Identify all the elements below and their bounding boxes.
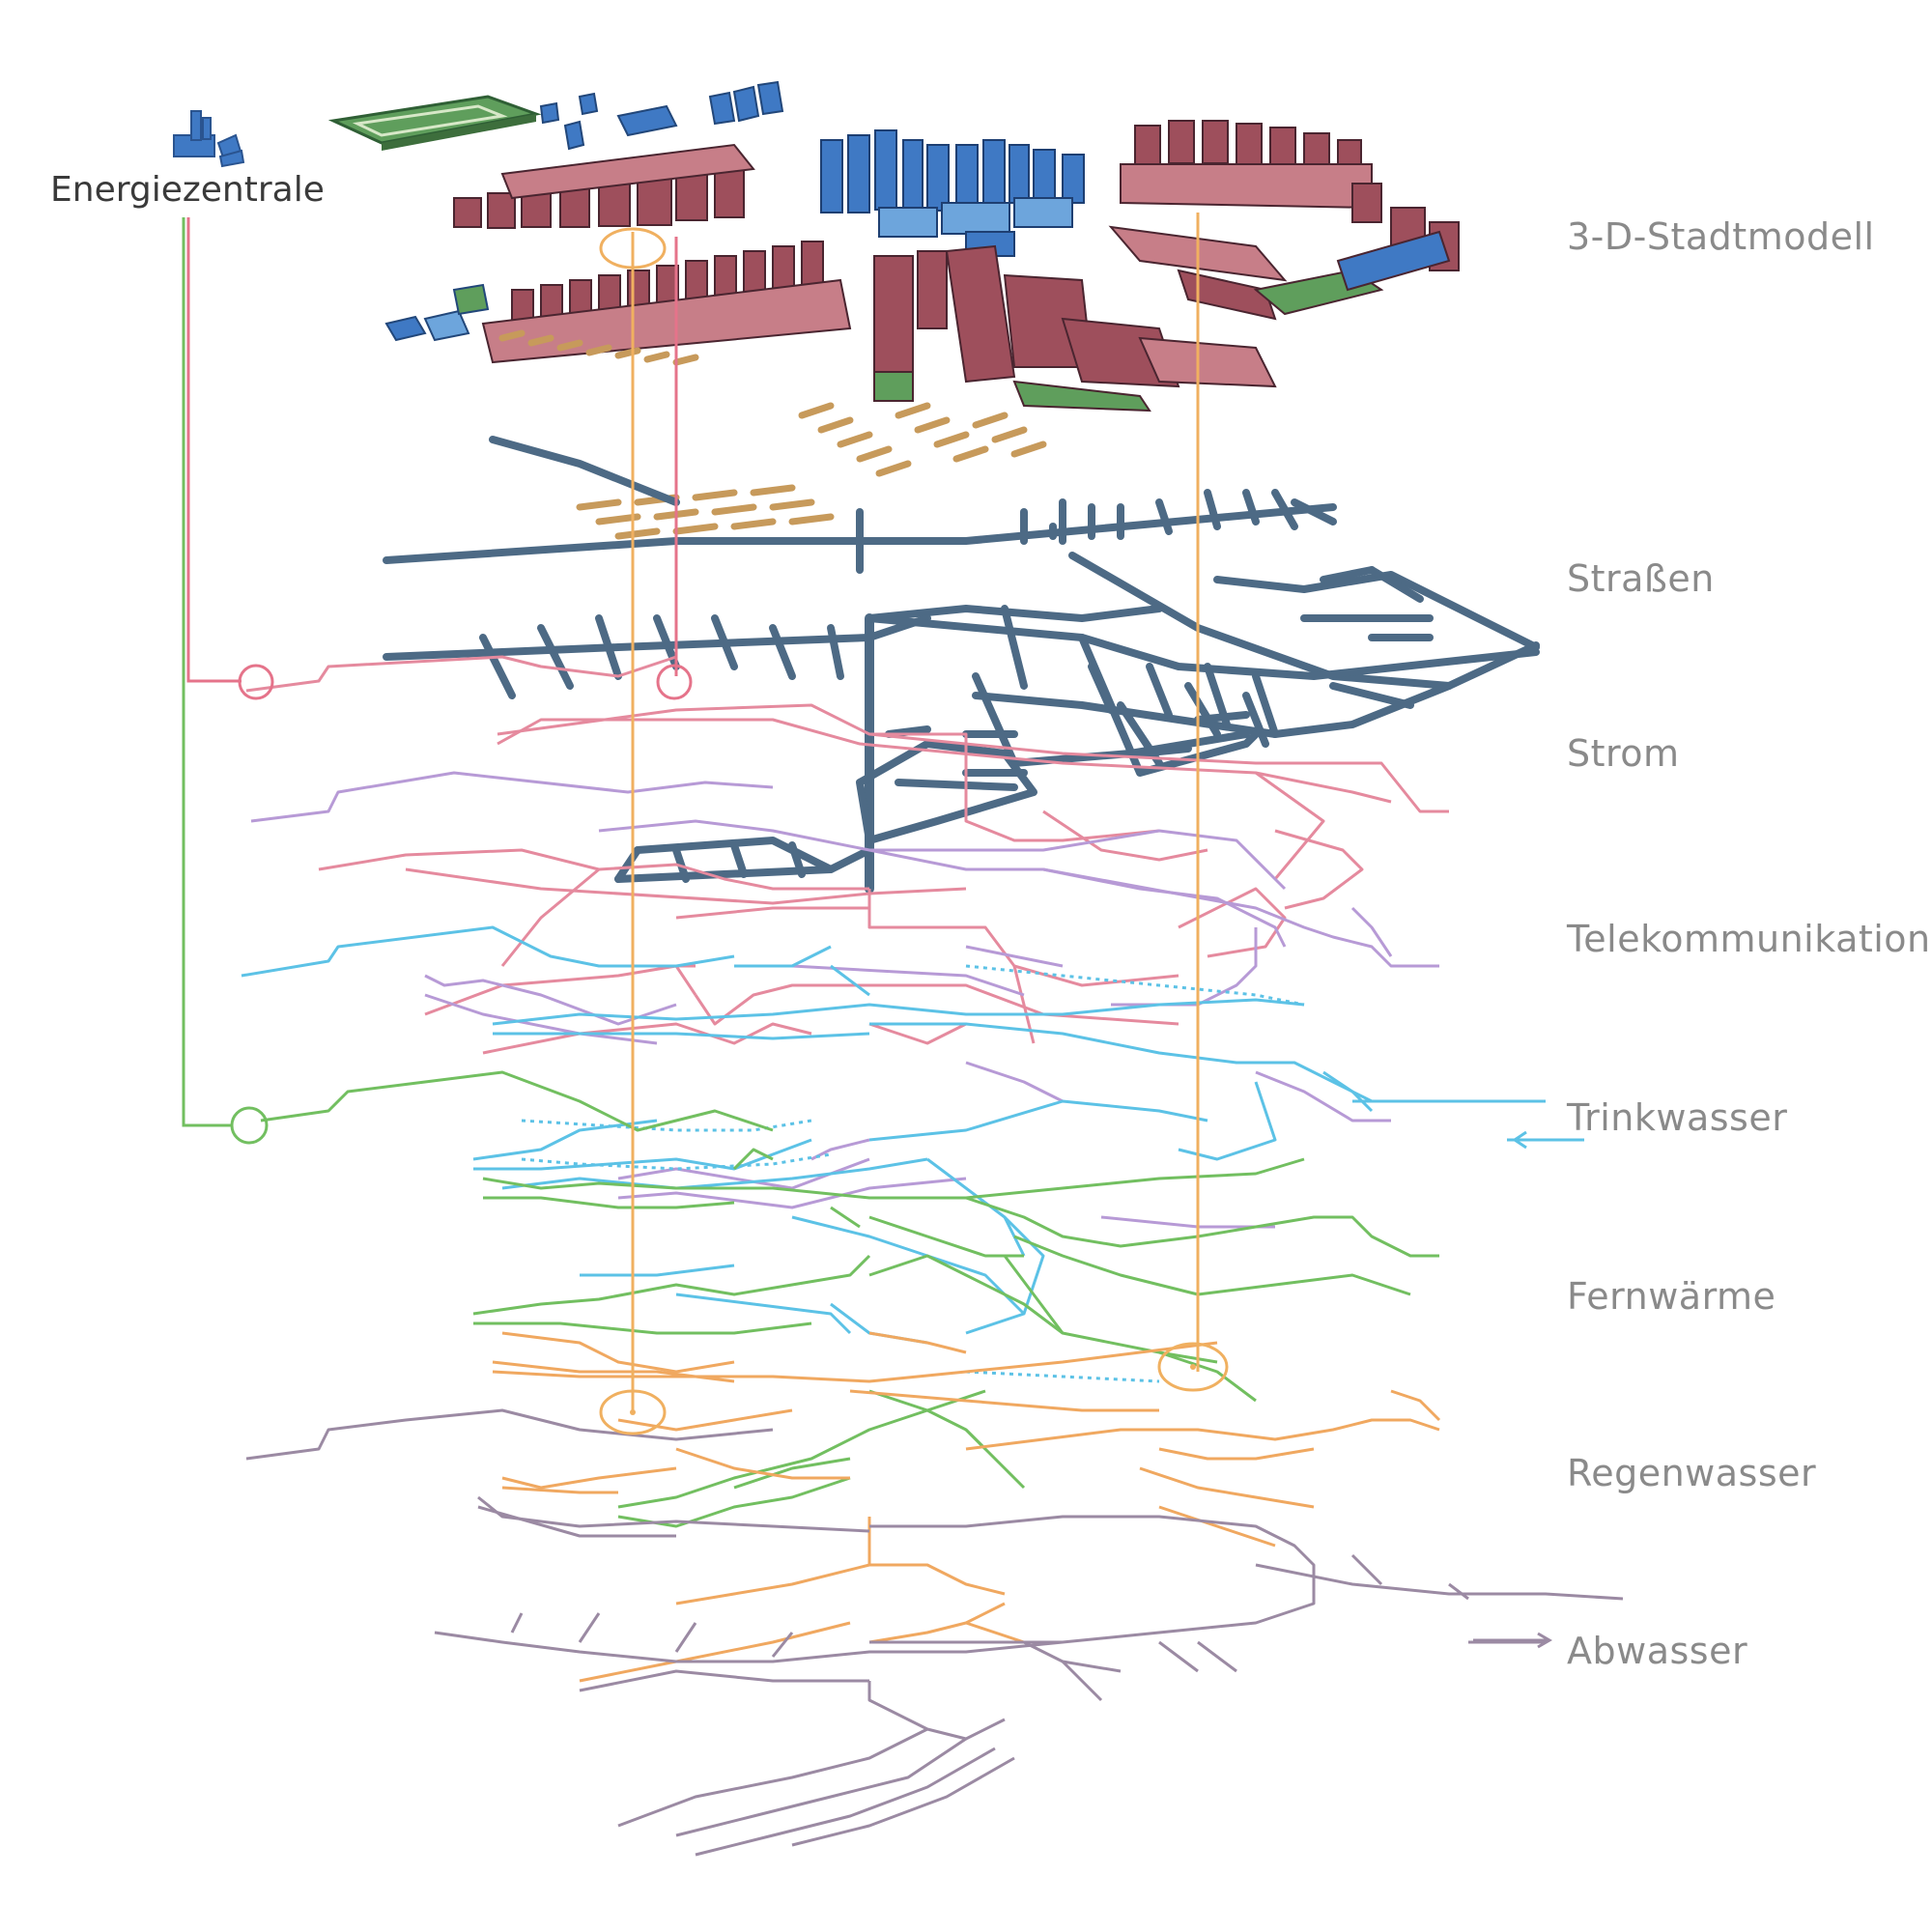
- layer-label-sewage: Abwasser: [1567, 1630, 1747, 1672]
- building-row-north: [453, 143, 755, 229]
- connector-lines: [182, 213, 1200, 1410]
- connector-circles: [230, 227, 1229, 1435]
- district-heating-layer: [260, 1070, 1439, 1528]
- rainwater-layer: [492, 1331, 1441, 1683]
- heating-node-icon: [230, 1106, 269, 1145]
- sewage-layer: [245, 1408, 1624, 1857]
- building-cluster-northeast: [1120, 120, 1382, 223]
- building-cluster-east: [1108, 207, 1460, 321]
- tan-parcels: [498, 329, 1047, 540]
- drinking-water-dotted: [521, 964, 1305, 1383]
- abwasser-arrow-icon: [1473, 1632, 1552, 1649]
- building-cluster-blue: [820, 129, 1085, 257]
- trinkwasser-arrow-icon: [1512, 1130, 1584, 1150]
- city-model-layer: Energiezentrale: [50, 80, 1460, 540]
- layer-label-rainwater: Regenwasser: [1567, 1452, 1816, 1494]
- west-fragments: [384, 283, 490, 342]
- blue-small-blocks: [539, 80, 784, 151]
- energy-central-label: Energiezentrale: [50, 170, 325, 210]
- drinking-water-layer: [241, 925, 1575, 1345]
- telecom-layer: [250, 771, 1439, 1229]
- layer-label-streets: Straßen: [1567, 557, 1715, 600]
- layer-label-city-model: 3-D-Stadtmodell: [1567, 215, 1875, 258]
- rain-node-icon: [1157, 1342, 1229, 1392]
- layer-labels: 3-D-Stadtmodell Straßen Strom Telekommun…: [1566, 215, 1931, 1672]
- power-node-icon: [656, 664, 693, 700]
- factory-icon: [173, 110, 245, 168]
- power-node-icon: [238, 664, 274, 700]
- layer-label-power: Strom: [1567, 732, 1680, 775]
- building-column-central: [873, 250, 948, 402]
- layer-label-drinking-water: Trinkwasser: [1566, 1096, 1787, 1139]
- streets-layer: [383, 436, 1540, 894]
- layer-label-telecom: Telekommunikation: [1566, 918, 1931, 960]
- building-cluster-southeast: [945, 244, 1277, 412]
- park-slab: [327, 95, 542, 151]
- layer-label-district-heating: Fernwärme: [1567, 1275, 1776, 1318]
- arrows: [1473, 1130, 1584, 1649]
- rain-node-icon: [599, 1389, 667, 1435]
- rain-node-icon: [599, 227, 667, 270]
- power-layer: [245, 655, 1449, 1055]
